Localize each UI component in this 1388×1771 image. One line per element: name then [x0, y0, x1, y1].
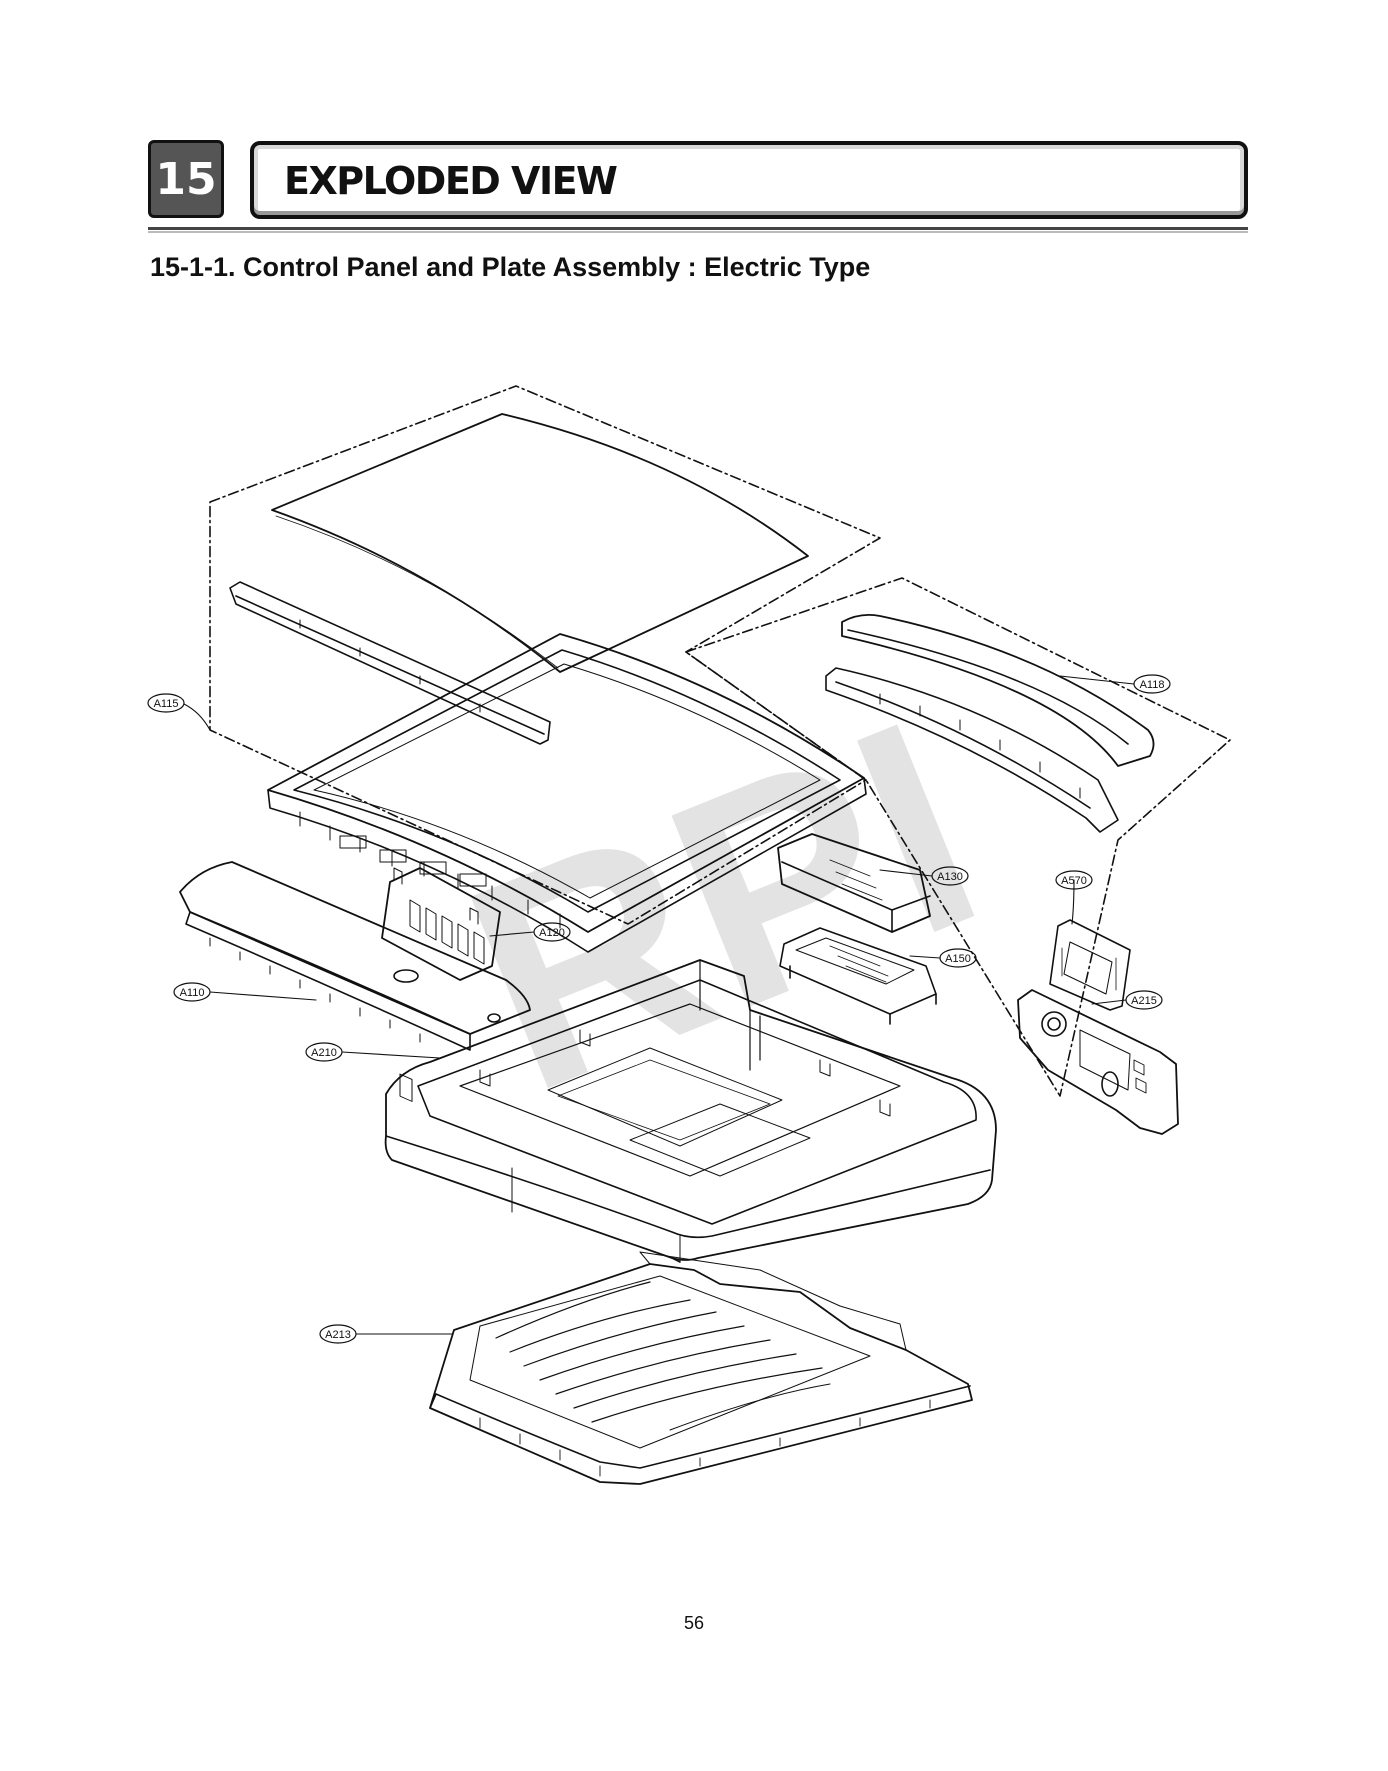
- section-title: 15-1-1. Control Panel and Plate Assembly…: [150, 252, 871, 282]
- header-rule-shadow: [148, 231, 1248, 233]
- top-plate: [384, 959, 997, 1261]
- assembly-boundary-control-panel: [209, 385, 881, 925]
- part-label-a130: A130: [937, 871, 963, 883]
- part-callout-a110: [173, 982, 211, 1002]
- part-callout-a115: [147, 693, 185, 713]
- part-label-a118: A118: [1140, 679, 1165, 691]
- rear-cover: [1017, 989, 1179, 1135]
- part-label-a110: A110: [180, 987, 205, 999]
- part-callout-a118: [1133, 674, 1171, 694]
- deco-cover: [841, 613, 1155, 767]
- hinge-strip: [229, 581, 551, 745]
- chapter-title: EXPLODED VIEW: [284, 159, 618, 203]
- deco-frame: [825, 667, 1119, 833]
- pcb-case: [777, 833, 931, 933]
- part-callouts: [147, 674, 1171, 1344]
- chapter-number: 15: [155, 153, 217, 205]
- base-plate: [429, 1263, 973, 1485]
- chapter-title-bar: EXPLODED VIEW: [250, 141, 1248, 219]
- part-label-a115: A115: [154, 698, 179, 710]
- assembly-boundary-deco: [685, 577, 1231, 1097]
- header-rule: [148, 227, 1248, 230]
- chapter-number-box: 15: [148, 140, 224, 218]
- page-number: 56: [683, 1613, 705, 1633]
- glass-panel: [271, 413, 809, 673]
- leader-lines: [183, 675, 1135, 1335]
- part-callout-a215: [1125, 990, 1163, 1010]
- part-label-a570: A570: [1061, 875, 1087, 887]
- part-callout-a150: [939, 948, 977, 968]
- part-label-a120: A120: [539, 927, 565, 939]
- pcb-assembly: [381, 867, 501, 981]
- part-callout-a213: [319, 1324, 357, 1344]
- part-callout-a210: [305, 1042, 343, 1062]
- part-callout-a130: [931, 866, 969, 886]
- part-callout-a570: [1055, 870, 1093, 890]
- control-panel: [179, 861, 531, 1035]
- part-label-a210: A210: [311, 1047, 337, 1059]
- part-callout-a120: [533, 922, 571, 942]
- part-label-a150: A150: [945, 953, 971, 965]
- part-label-a213: A213: [325, 1329, 351, 1341]
- part-label-a215: A215: [1131, 995, 1157, 1007]
- filter-bracket: [1049, 919, 1131, 1011]
